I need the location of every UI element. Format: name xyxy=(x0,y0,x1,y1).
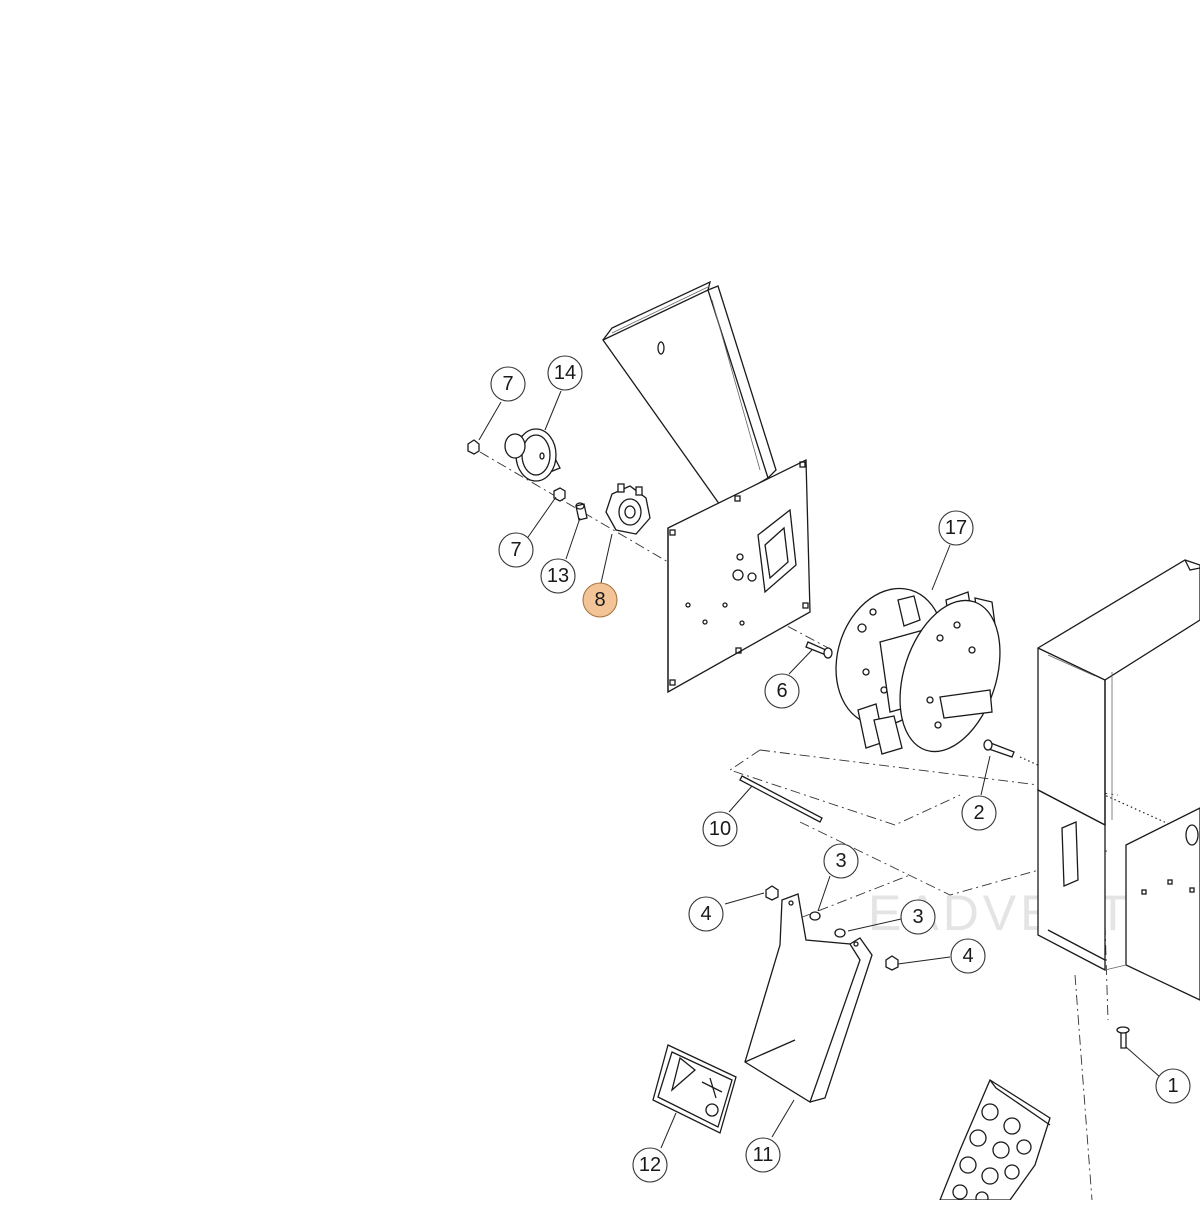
callout-17[interactable]: 17 xyxy=(938,510,974,546)
perforated-screen xyxy=(939,1079,1051,1205)
callout-3-lower[interactable]: 3 xyxy=(900,899,936,935)
bearing-flange xyxy=(605,483,651,535)
svg-text:3: 3 xyxy=(912,906,923,928)
washers-and-nuts xyxy=(765,885,899,971)
deflector-guard xyxy=(744,893,873,1103)
callout-12[interactable]: 12 xyxy=(632,1147,668,1183)
svg-text:6: 6 xyxy=(776,680,787,702)
callout-11[interactable]: 11 xyxy=(745,1137,781,1173)
leader-lines xyxy=(478,390,1161,1149)
callout-4-left[interactable]: 4 xyxy=(688,896,724,932)
bolt xyxy=(805,641,833,659)
warning-decal xyxy=(652,1044,737,1134)
svg-text:13: 13 xyxy=(547,565,569,587)
rod xyxy=(739,775,823,823)
small-hardware xyxy=(467,439,588,521)
feed-chute xyxy=(602,280,777,506)
svg-text:1: 1 xyxy=(1167,1075,1178,1097)
svg-text:7: 7 xyxy=(502,373,513,395)
svg-text:12: 12 xyxy=(639,1154,661,1176)
svg-text:8: 8 xyxy=(594,589,605,611)
rotor-assembly xyxy=(835,587,1001,755)
callout-13[interactable]: 13 xyxy=(540,558,576,594)
svg-text:11: 11 xyxy=(753,1144,774,1166)
callout-3-upper[interactable]: 3 xyxy=(823,843,859,879)
side-plate xyxy=(667,458,811,694)
callout-8-highlighted[interactable]: 8 xyxy=(582,582,618,618)
bolt-2 xyxy=(983,739,1015,758)
svg-text:4: 4 xyxy=(700,903,711,925)
housing-lower xyxy=(1037,788,1200,1001)
svg-text:10: 10 xyxy=(709,818,731,840)
callout-10[interactable]: 10 xyxy=(702,811,738,847)
svg-text:4: 4 xyxy=(962,945,973,967)
svg-text:14: 14 xyxy=(554,362,576,384)
callouts: 7 14 7 13 8 17 6 2 xyxy=(490,355,1191,1183)
callout-6[interactable]: 6 xyxy=(764,673,800,709)
bolt-1 xyxy=(1116,1026,1130,1049)
svg-text:7: 7 xyxy=(510,539,521,561)
svg-text:3: 3 xyxy=(835,850,846,872)
svg-text:17: 17 xyxy=(945,517,967,539)
callout-7-top[interactable]: 7 xyxy=(490,366,526,402)
callout-4-right[interactable]: 4 xyxy=(950,938,986,974)
callout-1[interactable]: 1 xyxy=(1155,1068,1191,1104)
callout-2[interactable]: 2 xyxy=(961,795,997,831)
callout-7-bottom[interactable]: 7 xyxy=(498,532,534,568)
callout-14[interactable]: 14 xyxy=(547,355,583,391)
svg-text:2: 2 xyxy=(973,802,984,824)
bearing-cover xyxy=(504,428,561,482)
housing-upper xyxy=(1037,559,1200,827)
